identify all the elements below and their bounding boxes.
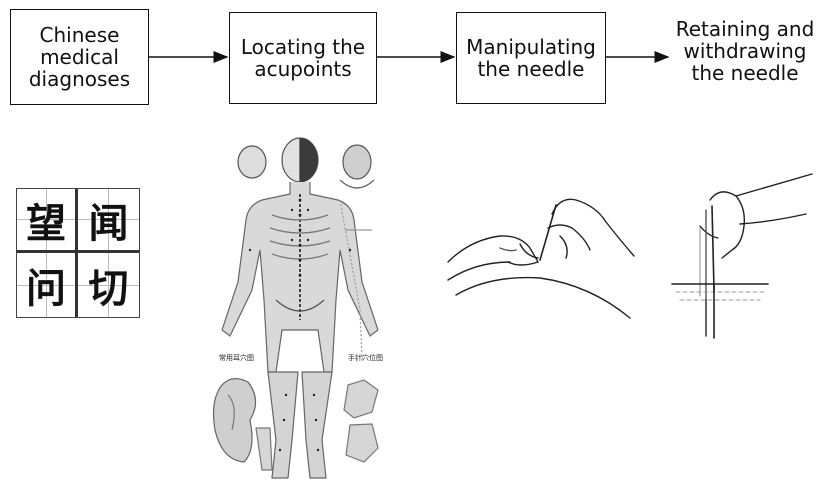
hand-chart-caption: 手针穴位图	[348, 353, 383, 362]
acupuncture-body-chart-illustration	[214, 138, 378, 478]
four-diagnostic-methods-grid: 望 闻 问 切	[16, 188, 140, 318]
needle-manipulation-illustration	[448, 199, 634, 318]
needle-retaining-illustration	[672, 174, 812, 338]
ear-chart-caption: 常用耳穴图	[219, 353, 254, 362]
diagnosis-char-look: 望	[17, 189, 78, 253]
diagnosis-char-palpate: 切	[78, 253, 139, 317]
diagnosis-char-ask: 问	[17, 253, 78, 317]
diagnosis-char-listen-smell: 闻	[78, 189, 139, 253]
